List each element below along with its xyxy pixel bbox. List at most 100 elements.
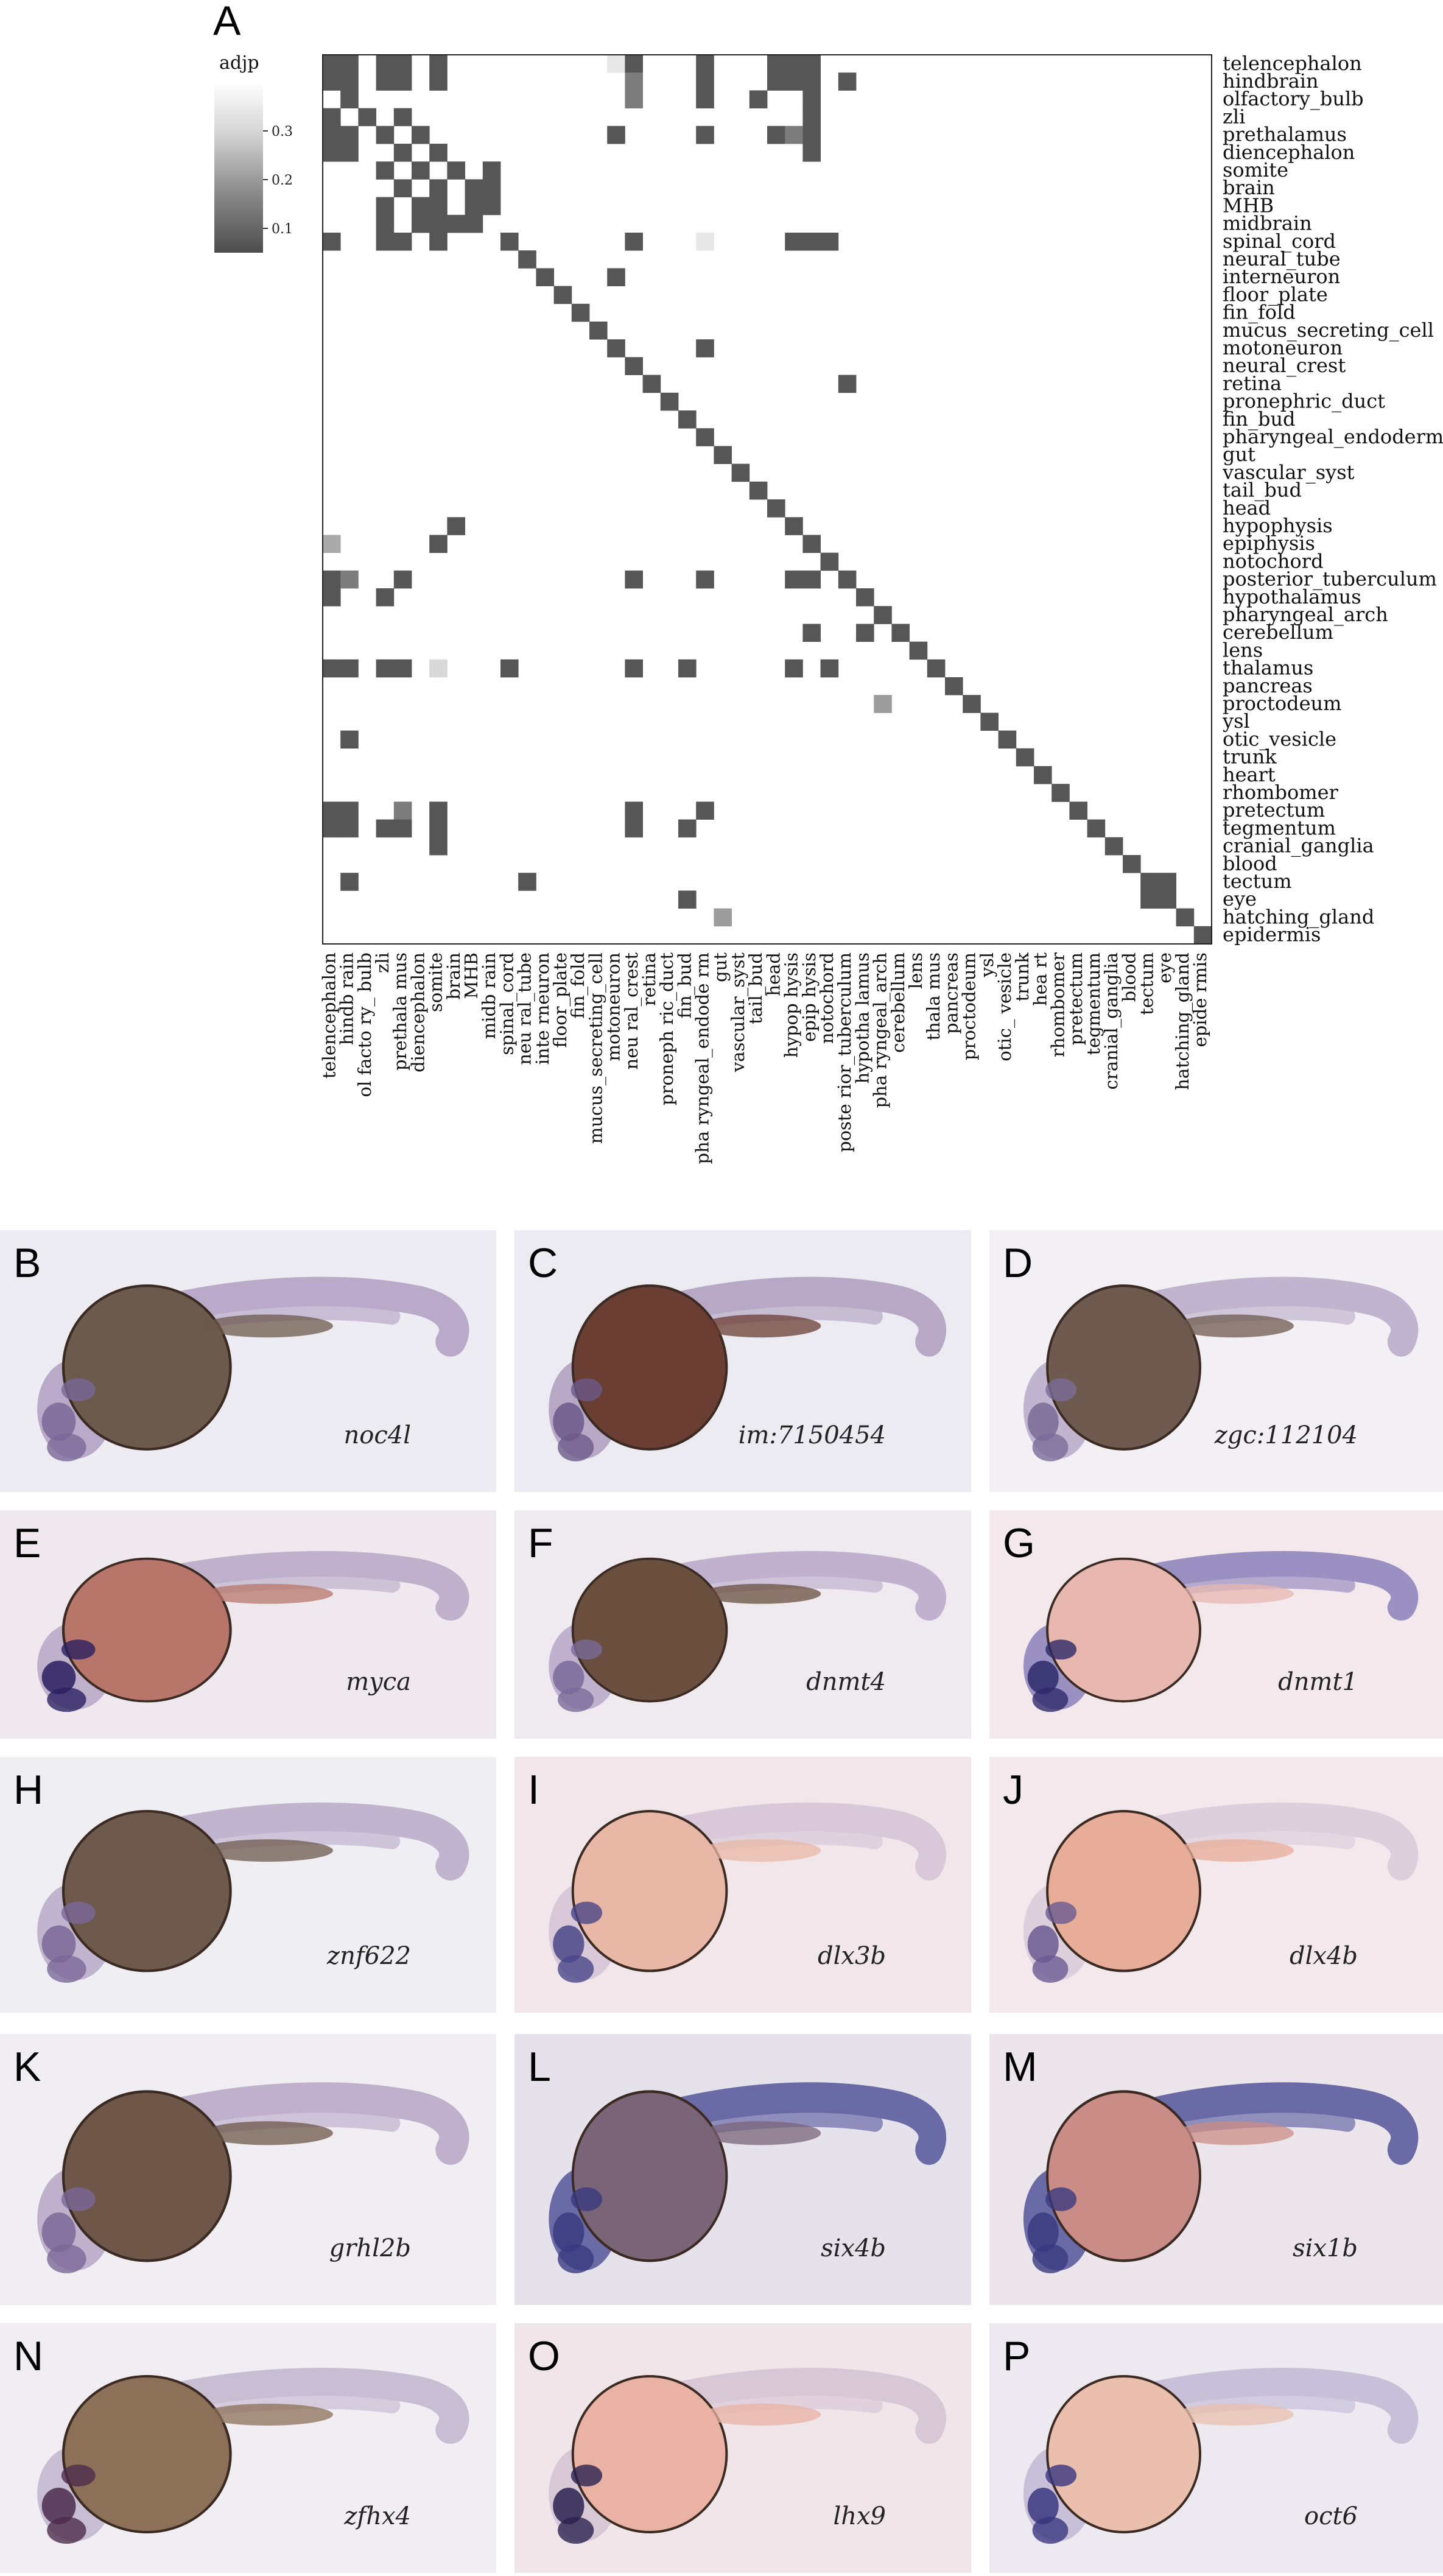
embryo-eye xyxy=(1027,1660,1059,1694)
gene-name-label: dnmt1 xyxy=(1278,1668,1358,1696)
heatmap-cell xyxy=(802,90,821,108)
row-label: olfactory_bulb xyxy=(1223,87,1364,110)
row-labels: telencephalonhindbrainolfactory_bulbzlip… xyxy=(1222,52,1443,946)
stain-domain xyxy=(1045,1378,1077,1402)
row-label: somite xyxy=(1223,158,1288,181)
heatmap-cell xyxy=(625,72,643,91)
stain-domain xyxy=(1045,1639,1077,1660)
heatmap-cell xyxy=(323,233,341,251)
heatmap-cell xyxy=(393,659,412,678)
row-label: diencephalon xyxy=(1223,141,1355,164)
stain-domain xyxy=(571,1378,603,1402)
heatmap-cell xyxy=(340,659,359,678)
heatmap-cells xyxy=(323,55,1212,945)
heatmap-cell xyxy=(1069,801,1087,820)
row-label: vascular_syst xyxy=(1222,460,1355,484)
heatmap-cell xyxy=(340,873,359,891)
heatmap-cell xyxy=(838,570,857,589)
embryo-illustration xyxy=(1023,2368,1419,2544)
row-label: hindbrain xyxy=(1223,69,1319,93)
stain-domain xyxy=(571,1901,603,1924)
heatmap-cell xyxy=(1104,837,1123,856)
heatmap-frame xyxy=(322,54,1212,945)
row-label: epiphysis xyxy=(1223,532,1315,555)
gene-name-label: dnmt4 xyxy=(806,1668,886,1696)
heatmap-cell xyxy=(607,268,625,286)
column-label: notochord xyxy=(816,952,837,1044)
heatmap-cell xyxy=(340,72,359,91)
in-situ-panel-d: D zgc:112104 xyxy=(989,1230,1443,1492)
heatmap-cell xyxy=(1158,890,1176,909)
embryo-eye xyxy=(1027,1925,1059,1963)
embryo-illustration xyxy=(1023,1550,1419,1712)
heatmap-cell xyxy=(393,801,412,820)
heatmap-cell xyxy=(749,90,768,108)
panel-letter: H xyxy=(13,1767,44,1813)
embryo-tail xyxy=(639,1550,947,1621)
row-label: pharyngeal_arch xyxy=(1223,603,1388,626)
embryo-illustration xyxy=(549,1276,947,1462)
heatmap-cell xyxy=(393,819,412,838)
heatmap-cell xyxy=(820,659,839,678)
column-label: diencephalon xyxy=(407,952,428,1072)
column-label: somite xyxy=(426,952,446,1012)
panel-letter: C xyxy=(528,1240,558,1286)
column-label: trunk xyxy=(1012,952,1033,1002)
heatmap-cell xyxy=(802,535,821,553)
gene-name-label: six1b xyxy=(1293,2234,1358,2262)
stain-domain xyxy=(47,2517,86,2544)
colorbar-gradient xyxy=(214,82,263,253)
heatmap-cell xyxy=(323,570,341,589)
embryo-eye xyxy=(553,1925,585,1963)
heatmap-cell xyxy=(963,695,981,713)
heatmap-cell xyxy=(1087,819,1106,838)
row-label: neural_crest xyxy=(1223,354,1346,377)
column-label: eye xyxy=(1154,952,1175,984)
heatmap-cell xyxy=(802,570,821,589)
heatmap-cell xyxy=(607,55,625,73)
stain-domain xyxy=(1032,2517,1069,2544)
embryo-eye xyxy=(553,1660,585,1694)
heatmap-cell xyxy=(323,72,341,91)
heatmap-cell xyxy=(838,72,857,91)
row-label: floor_plate xyxy=(1223,283,1328,306)
embryo-yolk xyxy=(61,2375,232,2533)
heatmap-cell xyxy=(625,233,643,251)
row-label: brain xyxy=(1223,176,1275,199)
heatmap-cell xyxy=(785,72,803,91)
row-label: fin_bud xyxy=(1223,407,1296,431)
row-label: hatching_gland xyxy=(1223,905,1374,928)
column-label: hypop hysis xyxy=(781,952,802,1058)
heatmap-cell xyxy=(731,463,750,482)
embryo-illustration xyxy=(549,1550,947,1712)
column-label: prethala mus xyxy=(390,952,410,1071)
heatmap-cell xyxy=(714,446,732,464)
heatmap-cell xyxy=(678,819,697,838)
column-label: otic_ vesicle xyxy=(994,952,1016,1061)
gene-name-label: myca xyxy=(346,1668,411,1696)
column-label: cerebellum xyxy=(888,952,908,1053)
row-label: MHB xyxy=(1223,194,1274,217)
heatmap-cell xyxy=(802,125,821,144)
heatmap-cell xyxy=(589,322,608,340)
heatmap-cell xyxy=(927,659,946,678)
heatmap-cell xyxy=(553,286,572,304)
stain-domain xyxy=(1045,2187,1077,2211)
embryo-tail xyxy=(135,1802,469,1881)
embryo-yolk xyxy=(571,1810,728,1972)
heatmap-cell xyxy=(767,72,785,91)
heatmap-cell xyxy=(1016,748,1034,767)
row-label: tegmentum xyxy=(1223,816,1336,839)
yolk-extension xyxy=(202,1839,333,1862)
stain-domain xyxy=(1045,2465,1077,2486)
column-label: cranial_ganglia xyxy=(1101,952,1122,1089)
row-label: telencephalon xyxy=(1223,52,1362,75)
yolk-extension xyxy=(1174,2404,1294,2426)
gene-name-label: lhx9 xyxy=(833,2502,886,2530)
heatmap-cell xyxy=(820,552,839,571)
stain-domain xyxy=(558,1687,594,1712)
heatmap-cell xyxy=(767,499,785,518)
row-label: notochord xyxy=(1223,549,1324,572)
embryo-eye xyxy=(41,2488,76,2524)
